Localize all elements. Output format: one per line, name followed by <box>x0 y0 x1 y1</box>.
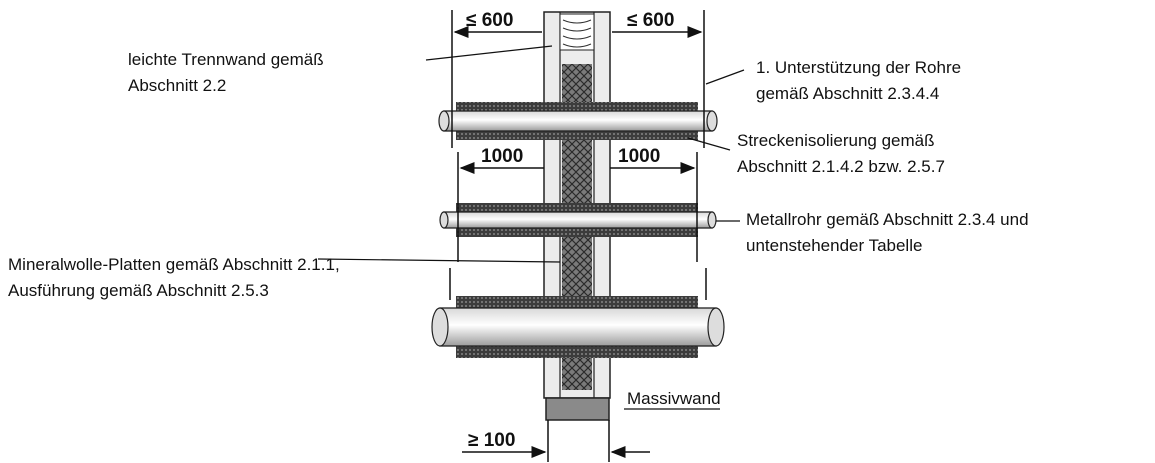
pipe-upper <box>438 102 718 140</box>
dimension-arrows <box>453 26 703 458</box>
label-pipe-2: untenstehender Tabelle <box>746 236 922 255</box>
label-partition-wall-2: Abschnitt 2.2 <box>128 76 226 95</box>
dim-top-left: ≤ 600 <box>466 10 513 31</box>
solid-wall-block <box>545 397 610 421</box>
label-insulation-1: Streckenisolierung gemäß <box>737 131 934 150</box>
label-mineral-wool-2: Ausführung gemäß Abschnitt 2.5.3 <box>8 281 269 300</box>
label-insulation-2: Abschnitt 2.1.4.2 bzw. 2.5.7 <box>737 157 945 176</box>
label-solid-wall: Massivwand <box>627 389 721 408</box>
dimension-extension-lines <box>449 10 707 462</box>
leader-lines <box>317 45 745 410</box>
label-support-2: gemäß Abschnitt 2.3.4.4 <box>756 84 939 103</box>
dim-mid-right: 1000 <box>618 146 660 167</box>
label-partition-wall-1: leichte Trennwand gemäß <box>128 50 324 69</box>
dim-mid-left: 1000 <box>481 146 523 167</box>
label-mineral-wool-1: Mineralwolle-Platten gemäß Abschnitt 2.1… <box>8 255 340 274</box>
label-support-1: 1. Unterstützung der Rohre <box>756 58 961 77</box>
label-pipe-1: Metallrohr gemäß Abschnitt 2.3.4 und <box>746 210 1029 229</box>
top-insulation <box>559 13 595 51</box>
pipe-middle <box>439 203 717 237</box>
pipe-lower <box>431 296 725 358</box>
dim-bottom: ≥ 100 <box>468 430 515 451</box>
dim-top-right: ≤ 600 <box>627 10 674 31</box>
